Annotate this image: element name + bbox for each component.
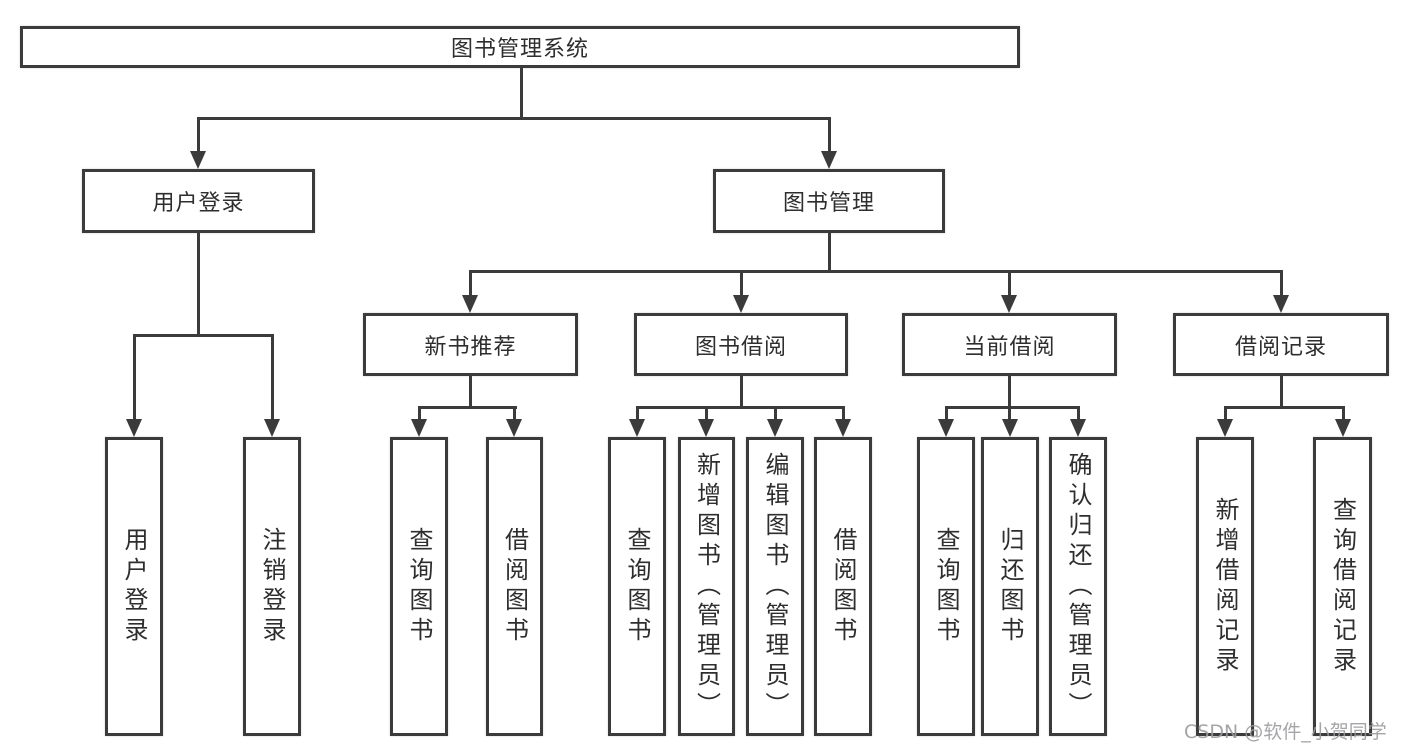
arrow-down-icon [1070,419,1086,437]
connector-line [1280,376,1283,409]
arrow-down-icon [835,419,851,437]
connector-line [740,270,743,297]
connector-line [197,117,831,120]
connector-line [1008,406,1011,421]
leaf-nb-query-books: 查询图书 [390,437,448,736]
connector-line [828,117,831,152]
arrow-down-icon [1335,419,1351,437]
node-root-label: 图书管理系统 [450,37,589,62]
connector-line [197,117,200,152]
arrow-down-icon [411,419,427,437]
connector-line [774,406,777,421]
arrow-down-icon [629,419,645,437]
leaf-user-login-label: 用户登录 [120,526,148,647]
connector-line [1280,270,1283,297]
leaf-bb-query-books-label: 查询图书 [623,526,651,647]
leaf-bb-borrow-books: 借阅图书 [814,437,872,736]
leaf-logout-label: 注销登录 [258,526,286,647]
arrow-down-icon [821,151,837,169]
leaf-bb-add-books: 新增图书（管理员） [678,437,735,736]
leaf-cb-confirm-return-label: 确认归还（管理员） [1064,451,1092,722]
connector-line [271,334,274,421]
arrow-down-icon [462,295,478,313]
leaf-cb-confirm-return: 确认归还（管理员） [1049,437,1107,736]
connector-line [828,233,831,273]
leaf-user-login: 用户登录 [105,437,163,736]
connector-line [513,406,516,421]
node-new-book-recommend-label: 新书推荐 [424,334,517,360]
connector-line [842,406,845,421]
connector-line [418,406,421,421]
leaf-cb-query-books-label: 查询图书 [932,526,960,647]
arrow-down-icon [733,295,749,313]
node-user-login: 用户登录 [82,169,315,233]
arrow-down-icon [264,419,280,437]
leaf-br-query-record-label: 查询借阅记录 [1328,496,1357,677]
leaf-nb-borrow-books: 借阅图书 [486,437,543,736]
connector-line [197,233,200,337]
arrow-down-icon [506,419,522,437]
connector-line [1008,270,1011,297]
node-book-borrow-label: 图书借阅 [694,334,787,360]
leaf-br-query-record: 查询借阅记录 [1313,437,1372,736]
node-book-management: 图书管理 [713,169,945,233]
leaf-nb-borrow-books-label: 借阅图书 [500,526,529,647]
connector-line [133,334,274,337]
leaf-bb-borrow-books-label: 借阅图书 [829,526,857,647]
arrow-down-icon [1273,295,1289,313]
connector-line [945,406,948,421]
connector-line [1008,376,1011,409]
leaf-bb-query-books: 查询图书 [608,437,666,736]
leaf-bb-edit-books-label: 编辑图书（管理员） [761,451,789,722]
arrow-down-icon [767,419,783,437]
connector-line [469,270,472,297]
node-book-borrow: 图书借阅 [634,313,848,376]
leaf-logout: 注销登录 [243,437,301,736]
connector-line [1224,406,1345,409]
node-borrow-record-label: 借阅记录 [1234,334,1327,360]
connector-line [1224,406,1227,421]
node-book-management-label: 图书管理 [782,191,875,216]
node-borrow-record: 借阅记录 [1173,313,1389,376]
connector-line [469,376,472,409]
connector-line [520,68,523,119]
node-user-login-label: 用户登录 [152,191,245,216]
leaf-br-add-record-label: 新增借阅记录 [1211,496,1239,677]
connector-line [945,406,1080,409]
watermark: CSDN @软件_小贺同学 [1184,721,1387,743]
node-current-borrow-label: 当前借阅 [963,334,1056,360]
connector-line [469,270,1283,273]
node-new-book-recommend: 新书推荐 [363,313,578,376]
leaf-nb-query-books-label: 查询图书 [405,526,433,647]
connector-line [133,334,136,421]
leaf-cb-return-books: 归还图书 [981,437,1039,736]
arrow-down-icon [126,419,142,437]
connector-line [1342,406,1345,421]
connector-line [705,406,708,421]
leaf-bb-edit-books: 编辑图书（管理员） [746,437,804,736]
connector-line [418,406,517,409]
arrow-down-icon [190,151,206,169]
node-current-borrow: 当前借阅 [902,313,1117,376]
connector-line [740,376,743,409]
connector-line [636,406,639,421]
arrow-down-icon [1217,419,1233,437]
arrow-down-icon [698,419,714,437]
arrow-down-icon [1002,419,1018,437]
leaf-cb-return-books-label: 归还图书 [996,526,1024,647]
leaf-cb-query-books: 查询图书 [917,437,975,736]
node-root: 图书管理系统 [20,26,1020,68]
connector-line [1077,406,1080,421]
leaf-bb-add-books-label: 新增图书（管理员） [692,451,721,722]
arrow-down-icon [1001,295,1017,313]
leaf-br-add-record: 新增借阅记录 [1196,437,1254,736]
connector-line [636,406,845,409]
arrow-down-icon [938,419,954,437]
